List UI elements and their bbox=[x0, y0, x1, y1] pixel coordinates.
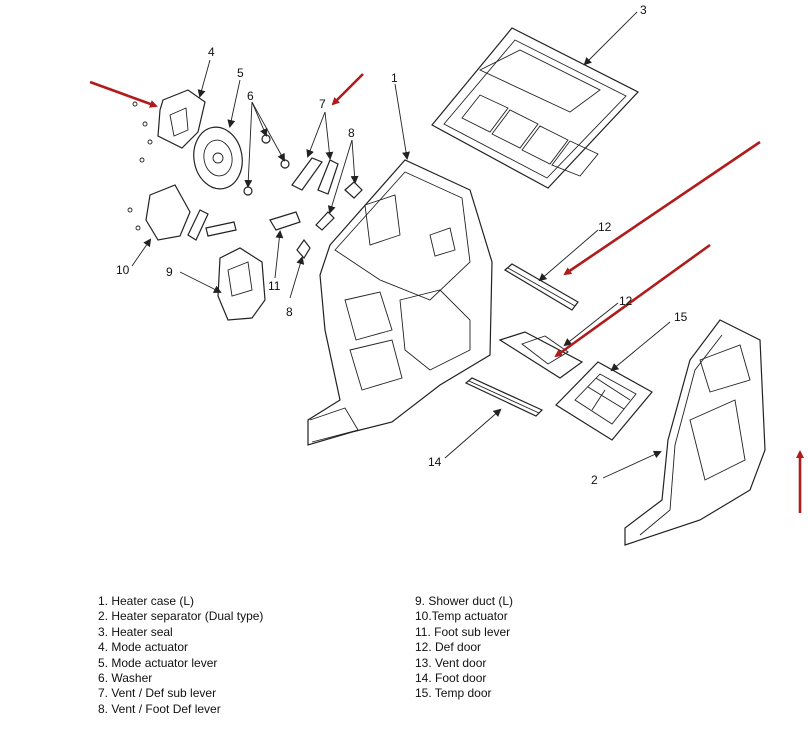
legend-item: 13. Vent door bbox=[415, 655, 487, 670]
legend-item: 2. Heater separator (Dual type) bbox=[98, 609, 264, 624]
legend-item: 3. Heater seal bbox=[98, 624, 173, 639]
callout-3: 3 bbox=[640, 3, 647, 17]
callout-7: 7 bbox=[319, 97, 326, 111]
parts-legend-left: 1. Heater case (L)2. Heater separator (D… bbox=[98, 594, 263, 717]
callout-11: 11 bbox=[268, 279, 281, 293]
heater-case-part bbox=[307, 159, 493, 446]
red-arrow-mode-actuator bbox=[89, 80, 158, 108]
callout-4: 4 bbox=[208, 45, 215, 59]
foot-sub-lever-part bbox=[269, 211, 301, 231]
vent-foot-def-lever-parts bbox=[296, 181, 363, 260]
legend-item: 14. Foot door bbox=[415, 671, 487, 686]
vent-def-sub-lever-parts bbox=[291, 157, 339, 195]
heater-separator-part bbox=[624, 319, 766, 546]
exploded-parts-diagram: 3 1 4 5 6 7 8 8 9 10 11 12 12 15 14 2 bbox=[89, 3, 804, 546]
washer-parts bbox=[243, 134, 290, 196]
callout-12-lower: 12 bbox=[619, 294, 633, 308]
callout-9: 9 bbox=[166, 265, 173, 279]
legend-item: 7. Vent / Def sub lever bbox=[98, 686, 217, 701]
foot-door-part bbox=[464, 377, 544, 417]
temp-door-part bbox=[555, 361, 653, 441]
vent-door-part bbox=[498, 331, 584, 379]
mode-actuator-part bbox=[132, 89, 206, 149]
red-arrow-def-door bbox=[563, 140, 761, 276]
legend-item: 10.Temp actuator bbox=[415, 609, 508, 624]
legend-item: 8. Vent / Foot Def lever bbox=[98, 701, 221, 716]
legend-item: 5. Mode actuator lever bbox=[98, 655, 218, 670]
callout-numbers: 3 1 4 5 6 7 8 8 9 10 11 12 12 15 14 2 bbox=[116, 3, 688, 487]
callout-8-lower: 8 bbox=[286, 305, 293, 319]
callout-6: 6 bbox=[247, 89, 254, 103]
legend-item: 4. Mode actuator bbox=[98, 640, 189, 655]
heater-seal-part bbox=[431, 27, 639, 189]
red-arrow-vent-door bbox=[554, 243, 711, 358]
mode-actuator-lever-part bbox=[193, 126, 243, 190]
callout-5: 5 bbox=[237, 66, 244, 80]
callout-12-upper: 12 bbox=[598, 220, 612, 234]
temp-actuator-part bbox=[127, 157, 237, 241]
callout-14: 14 bbox=[428, 455, 442, 469]
callout-8-upper: 8 bbox=[348, 126, 355, 140]
legend-item: 12. Def door bbox=[415, 640, 482, 655]
callout-1: 1 bbox=[391, 71, 398, 85]
callout-2: 2 bbox=[591, 473, 598, 487]
callout-10: 10 bbox=[116, 263, 130, 277]
red-arrow-sub-lever bbox=[331, 73, 364, 106]
leader-lines bbox=[131, 11, 671, 479]
legend-item: 6. Washer bbox=[98, 671, 153, 686]
legend-item: 1. Heater case (L) bbox=[98, 594, 195, 608]
legend-item: 11. Foot sub lever bbox=[415, 624, 511, 639]
shower-duct-part bbox=[217, 247, 266, 321]
callout-15: 15 bbox=[674, 310, 688, 324]
legend-item: 9. Shower duct (L) bbox=[415, 594, 514, 608]
def-door-part bbox=[503, 263, 579, 311]
legend-item: 15. Temp door bbox=[415, 686, 492, 701]
highlight-arrows bbox=[89, 73, 804, 513]
